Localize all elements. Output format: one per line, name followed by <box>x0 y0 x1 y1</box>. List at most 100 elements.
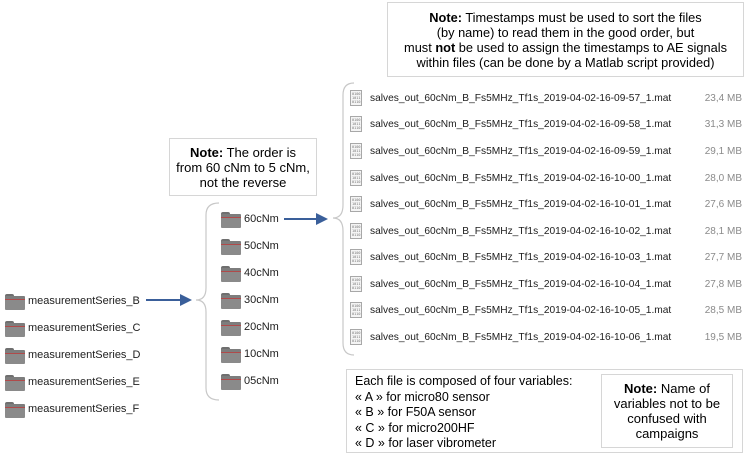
names-note-line3: confused with <box>627 411 707 426</box>
file-size: 28,0 MB <box>704 172 742 184</box>
note-bold-label: Note: <box>190 145 224 160</box>
file-row[interactable]: 0100 1011 0110 salves_out_60cNm_B_Fs5MHz… <box>350 219 742 243</box>
file-size: 28,1 MB <box>704 225 742 237</box>
order-note-line1: Note: The order is <box>170 145 316 160</box>
files-brace <box>332 82 355 356</box>
file-name: salves_out_60cNm_B_Fs5MHz_Tf1s_2019-04-0… <box>370 198 672 210</box>
file-size: 28,5 MB <box>704 304 742 316</box>
folder-icon <box>221 346 241 363</box>
file-icon: 0100 1011 0110 <box>350 170 362 186</box>
file-icon: 0100 1011 0110 <box>350 249 362 265</box>
file-row[interactable]: 0100 1011 0110 salves_out_60cNm_B_Fs5MHz… <box>350 325 742 349</box>
order-note-line1-text: The order is <box>223 145 296 160</box>
file-row[interactable]: 0100 1011 0110 salves_out_60cNm_B_Fs5MHz… <box>350 112 742 136</box>
names-note-line2: variables not to be <box>613 396 721 411</box>
file-icon: 0100 1011 0110 <box>350 90 362 106</box>
names-note-line4: campaigns <box>635 426 699 441</box>
timestamps-note-line3-post: be used to assign the timestamps to AE s… <box>455 40 727 55</box>
file-icon: 0100 1011 0110 <box>350 302 362 318</box>
file-row[interactable]: 0100 1011 0110 salves_out_60cNm_B_Fs5MHz… <box>350 298 742 322</box>
folder-icon <box>5 374 25 391</box>
series-folder-item[interactable]: measurementSeries_E <box>5 372 140 392</box>
file-name: salves_out_60cNm_B_Fs5MHz_Tf1s_2019-04-0… <box>370 118 672 130</box>
file-name: salves_out_60cNm_B_Fs5MHz_Tf1s_2019-04-0… <box>370 251 672 263</box>
folder-label: 60cNm <box>244 213 279 225</box>
file-icon: 0100 1011 0110 <box>350 329 362 345</box>
file-size: 27,8 MB <box>704 278 742 290</box>
folder-label: measurementSeries_F <box>28 403 140 415</box>
torque-folder-item[interactable]: 30cNm <box>221 290 279 310</box>
file-name: salves_out_60cNm_B_Fs5MHz_Tf1s_2019-04-0… <box>370 92 672 104</box>
series-folder-item[interactable]: measurementSeries_C <box>5 318 141 338</box>
torque-folder-item[interactable]: 40cNm <box>221 263 279 283</box>
folder-label: 20cNm <box>244 321 279 333</box>
variable-item: « B » for F50A sensor <box>355 405 476 419</box>
file-row[interactable]: 0100 1011 0110 salves_out_60cNm_B_Fs5MHz… <box>350 192 742 216</box>
torque-folder-item[interactable]: 60cNm <box>221 209 279 229</box>
file-row[interactable]: 0100 1011 0110 salves_out_60cNm_B_Fs5MHz… <box>350 272 742 296</box>
folder-icon <box>221 238 241 255</box>
folder-label: 50cNm <box>244 240 279 252</box>
folder-label: 10cNm <box>244 348 279 360</box>
torque-folder-item[interactable]: 50cNm <box>221 236 279 256</box>
note-bold-label: Note: <box>429 10 462 25</box>
file-name: salves_out_60cNm_B_Fs5MHz_Tf1s_2019-04-0… <box>370 172 672 184</box>
variable-item: « D » for laser vibrometer <box>355 436 497 450</box>
folder-label: 40cNm <box>244 267 279 279</box>
variable-item: « A » for micro80 sensor <box>355 389 490 404</box>
torque-folder-item[interactable]: 05cNm <box>221 371 279 391</box>
file-size: 27,6 MB <box>704 198 742 210</box>
folder-icon <box>5 320 25 337</box>
order-note: Note: The order is from 60 cNm to 5 cNm,… <box>169 138 317 196</box>
series-folder-item[interactable]: measurementSeries_D <box>5 345 141 365</box>
arrow-torque-to-files <box>284 213 328 225</box>
folder-icon <box>5 347 25 364</box>
order-note-line2: from 60 cNm to 5 cNm, <box>176 160 310 175</box>
folder-icon <box>221 319 241 336</box>
variable-item: « C » for micro200HF <box>355 420 475 435</box>
file-icon: 0100 1011 0110 <box>350 143 362 159</box>
timestamps-note-emphasis: not <box>435 40 456 55</box>
note-bold-label: Note: <box>624 381 658 396</box>
torque-folder-item[interactable]: 20cNm <box>221 317 279 337</box>
series-folder-item[interactable]: measurementSeries_F <box>5 399 139 419</box>
file-size: 29,1 MB <box>704 145 742 157</box>
folder-icon <box>5 401 25 418</box>
timestamps-note-line2: (by name) to read them in the good order… <box>436 25 695 40</box>
folder-icon <box>221 373 241 390</box>
timestamps-note-line3: must not be used to assign the timestamp… <box>388 40 743 55</box>
file-size: 27,7 MB <box>704 251 742 263</box>
series-folder-item[interactable]: measurementSeries_B <box>5 291 140 311</box>
names-note: Note: Name of variables not to be confus… <box>601 374 733 448</box>
file-icon: 0100 1011 0110 <box>350 223 362 239</box>
order-note-line3: not the reverse <box>199 175 287 190</box>
folder-icon <box>5 293 25 310</box>
file-size: 23,4 MB <box>704 92 742 104</box>
file-icon: 0100 1011 0110 <box>350 196 362 212</box>
variables-list: Each file is composed of four variables:… <box>355 374 572 452</box>
file-name: salves_out_60cNm_B_Fs5MHz_Tf1s_2019-04-0… <box>370 225 672 237</box>
file-row[interactable]: 0100 1011 0110 salves_out_60cNm_B_Fs5MHz… <box>350 86 742 110</box>
folder-label: 30cNm <box>244 294 279 306</box>
folder-icon <box>221 292 241 309</box>
file-row[interactable]: 0100 1011 0110 salves_out_60cNm_B_Fs5MHz… <box>350 139 742 163</box>
file-name: salves_out_60cNm_B_Fs5MHz_Tf1s_2019-04-0… <box>370 278 672 290</box>
timestamps-note-line1: Note: Timestamps must be used to sort th… <box>388 10 743 25</box>
file-name: salves_out_60cNm_B_Fs5MHz_Tf1s_2019-04-0… <box>370 331 672 343</box>
file-row[interactable]: 0100 1011 0110 salves_out_60cNm_B_Fs5MHz… <box>350 245 742 269</box>
arrow-series-to-torque <box>146 294 192 306</box>
timestamps-note-line3-pre: must <box>404 40 436 55</box>
folder-label: 05cNm <box>244 375 279 387</box>
file-name: salves_out_60cNm_B_Fs5MHz_Tf1s_2019-04-0… <box>370 145 672 157</box>
file-size: 31,3 MB <box>704 118 742 130</box>
names-note-line1-text: Name of <box>657 381 710 396</box>
file-size: 19,5 MB <box>704 331 742 343</box>
torque-folder-item[interactable]: 10cNm <box>221 344 279 364</box>
variables-header: Each file is composed of four variables: <box>355 374 573 388</box>
folder-label: measurementSeries_D <box>28 349 141 361</box>
file-row[interactable]: 0100 1011 0110 salves_out_60cNm_B_Fs5MHz… <box>350 166 742 190</box>
file-icon: 0100 1011 0110 <box>350 276 362 292</box>
torque-folders-brace <box>195 202 220 401</box>
timestamps-note-line1-text: Timestamps must be used to sort the file… <box>462 10 702 25</box>
folder-label: measurementSeries_B <box>28 295 140 307</box>
